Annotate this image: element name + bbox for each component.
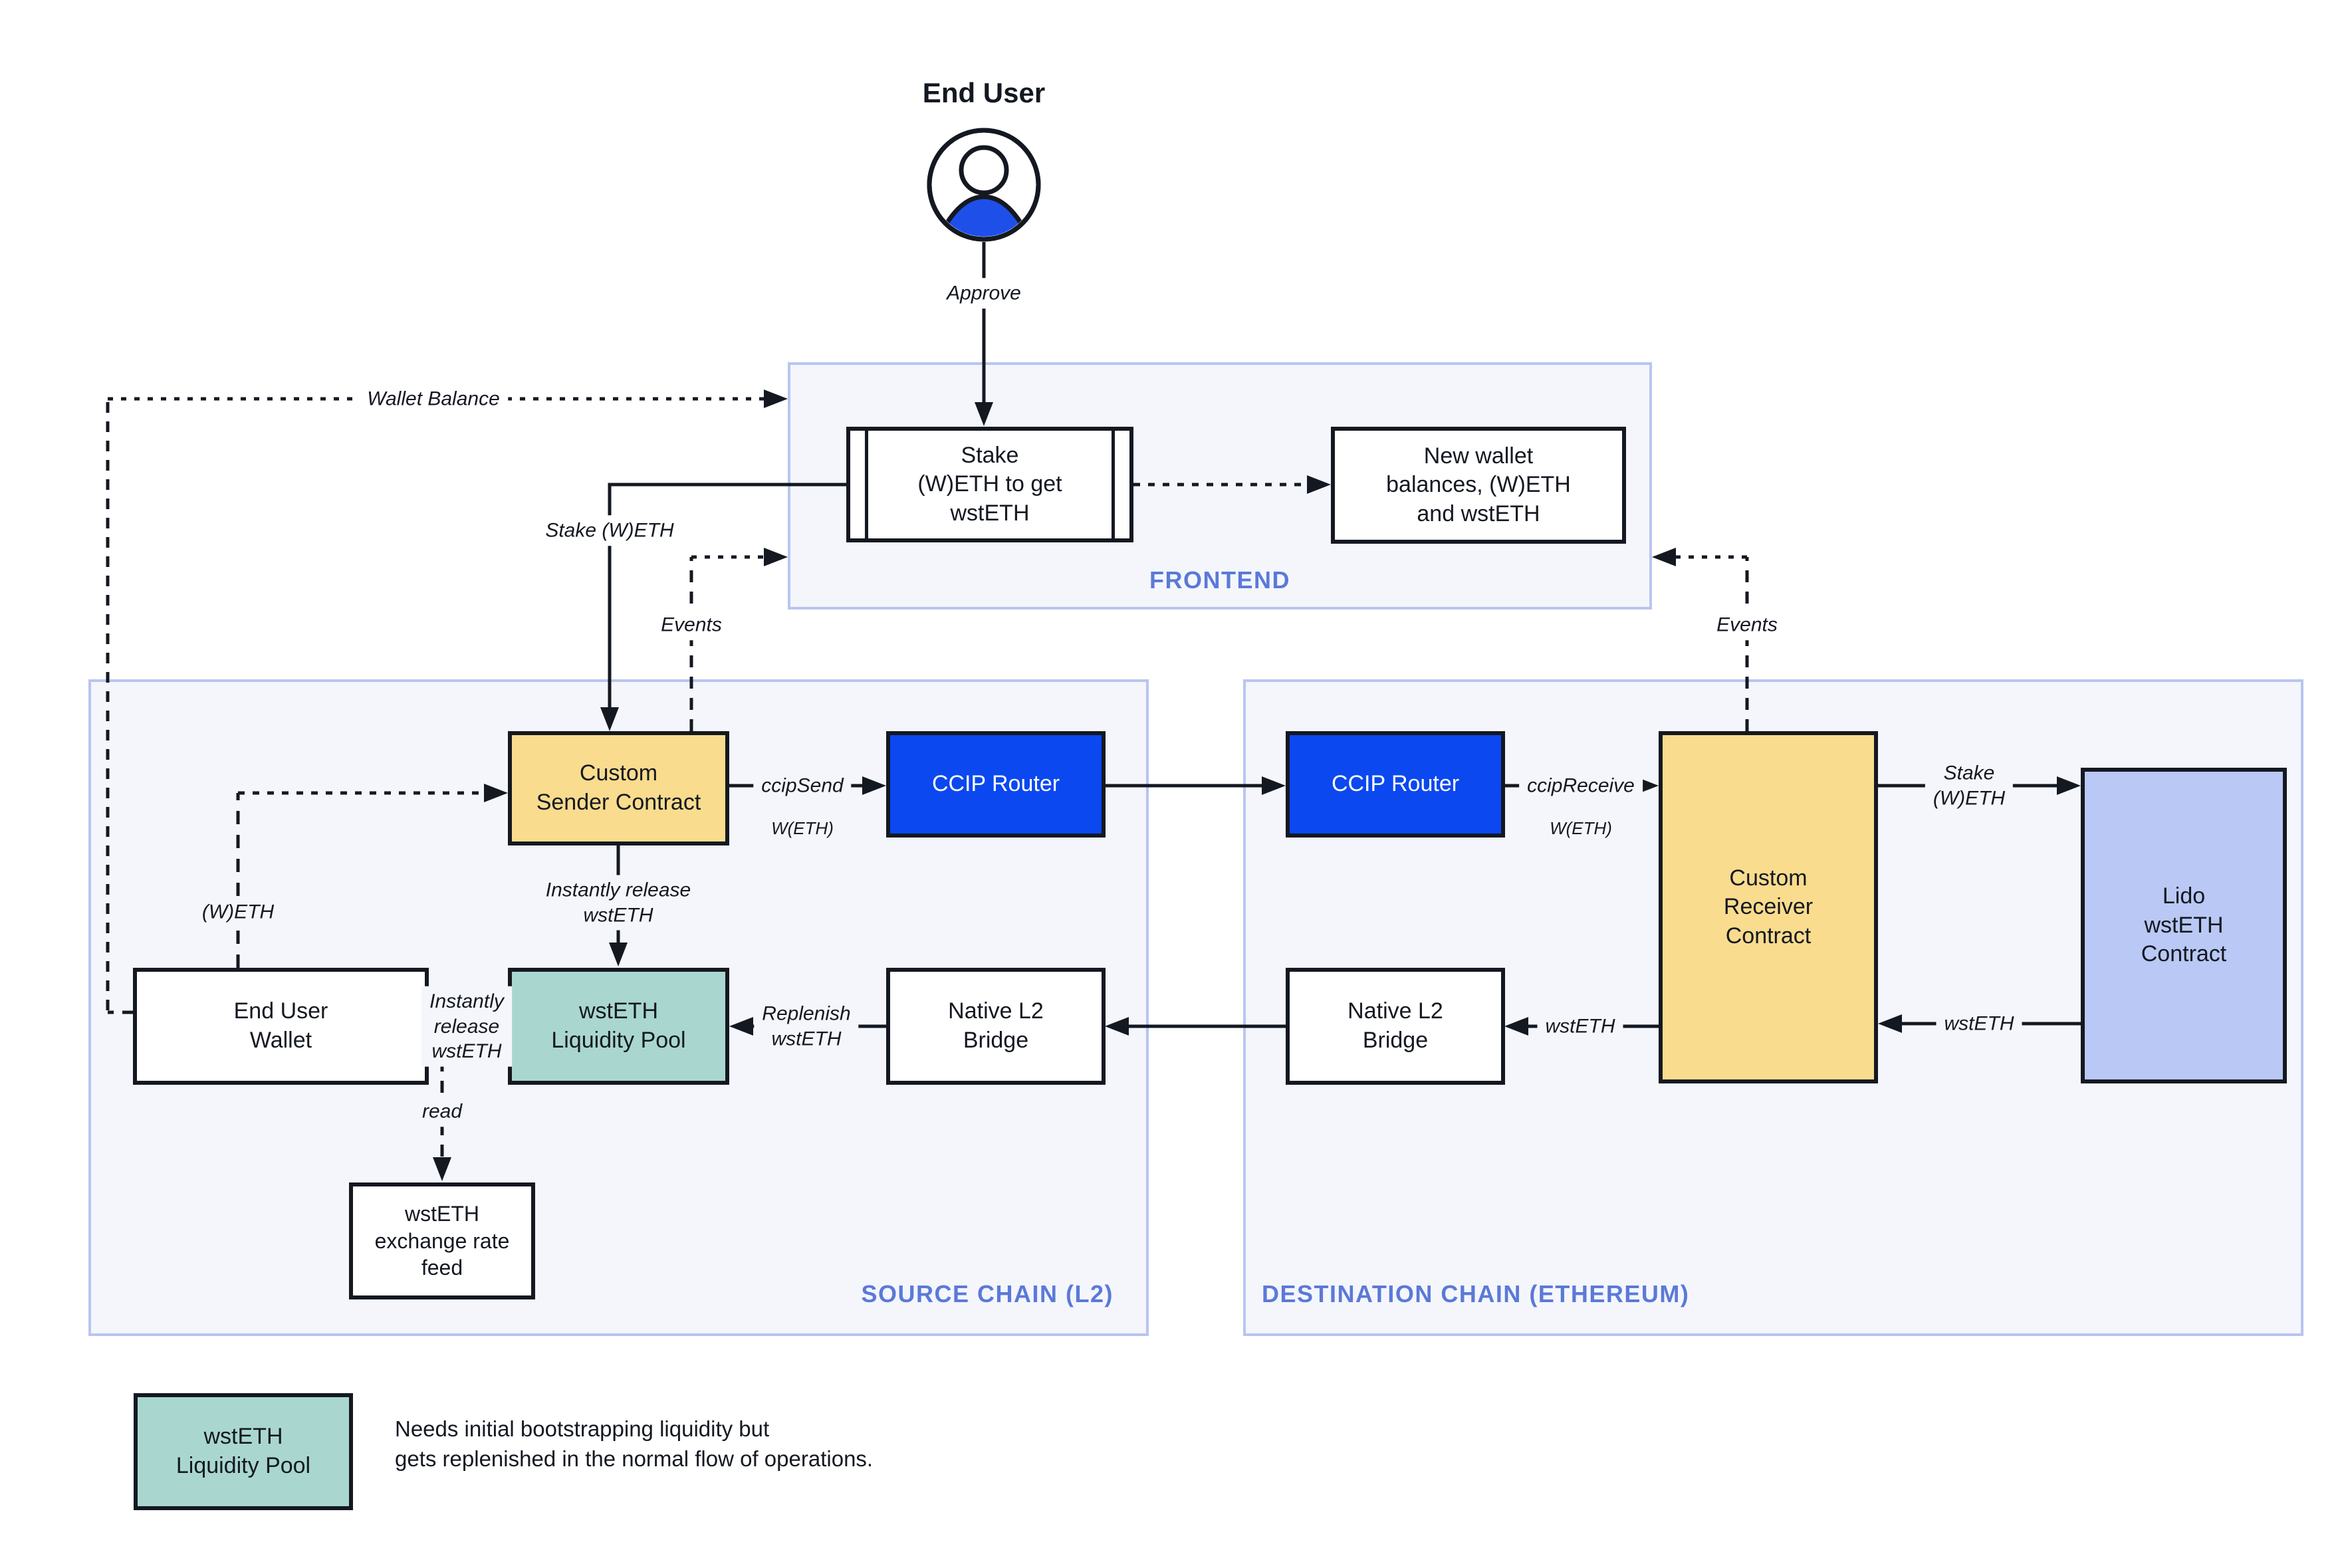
native-l2-bridge-destination-node: Native L2 Bridge [1286, 968, 1505, 1085]
end-user-title: End User [922, 77, 1046, 108]
arrowhead-stake-weth [600, 707, 619, 731]
arrowhead-bridge-bridge [1105, 1017, 1129, 1036]
arrowhead-replenish [729, 1017, 753, 1036]
end-user-wallet-node: End User Wallet [133, 968, 429, 1085]
ccipreceive-edge-label: ccipReceive [1519, 770, 1643, 801]
ccip-router-destination-node: CCIP Router [1286, 731, 1505, 838]
custom-sender-contract-label: Custom Sender Contract [536, 760, 701, 815]
legend-swatch-label: wstETH Liquidity Pool [176, 1424, 311, 1478]
arrowhead-weth [484, 784, 508, 802]
arrowhead-release-vertical [609, 943, 628, 966]
wsteth-exchange-rate-feed-node: wstETH exchange rate feed [349, 1182, 535, 1299]
stake-weth-right-edge-label: Stake (W)ETH [1925, 758, 2014, 814]
process-bar-left [865, 431, 868, 538]
new-wallet-label: New wallet balances, (W)ETH and wstETH [1386, 443, 1571, 526]
source-chain-section-label: SOURCE CHAIN (L2) [861, 1280, 1114, 1307]
wallet-balance-edge-label: Wallet Balance [359, 384, 508, 414]
arrowhead-read [433, 1157, 451, 1181]
frontend-section-label: FRONTEND [1149, 566, 1290, 594]
ccipsend-token-label: W(ETH) [763, 814, 842, 842]
process-bar-right [1112, 431, 1115, 538]
lido-wsteth-contract-node: Lido wstETH Contract [2081, 768, 2287, 1083]
weth-edge-label: (W)ETH [193, 897, 283, 927]
approve-edge-label: Approve [939, 278, 1029, 308]
native-l2-bridge-source-label: Native L2 Bridge [948, 998, 1044, 1053]
arrowhead-ccipsend [862, 776, 886, 795]
wsteth-to-bridge-edge-label: wstETH [1537, 1011, 1623, 1042]
lido-wsteth-contract-label: Lido wstETH Contract [2141, 883, 2227, 967]
custom-receiver-contract-label: Custom Receiver Contract [1723, 865, 1814, 949]
arrowhead-lido-wsteth [1878, 1014, 1902, 1033]
arrowhead-receiver-bridge [1504, 1017, 1528, 1036]
read-edge-label: read [413, 1096, 471, 1127]
custom-receiver-contract-node: Custom Receiver Contract [1659, 731, 1878, 1083]
arrowhead-stake-lido [2057, 776, 2081, 795]
arrowhead-stake-newwallet [1307, 475, 1331, 494]
legend-swatch: wstETH Liquidity Pool [134, 1393, 353, 1510]
dashed-connectors [106, 397, 1749, 1157]
instantly-release-horizontal-label: Instantly release wstETH [421, 986, 512, 1067]
events-right-edge-label: Events [1708, 610, 1786, 640]
ccipreceive-token-label: W(ETH) [1542, 814, 1620, 842]
wsteth-from-lido-edge-label: wstETH [1936, 1008, 2022, 1039]
arrowhead-walletbalance [764, 390, 788, 408]
destination-chain-section-label: DESTINATION CHAIN (ETHEREUM) [1262, 1280, 1690, 1307]
wsteth-liquidity-pool-node: wstETH Liquidity Pool [508, 968, 729, 1085]
arrowhead-events-left [764, 548, 788, 566]
native-l2-bridge-destination-label: Native L2 Bridge [1348, 998, 1443, 1053]
end-user-wallet-label: End User Wallet [233, 998, 328, 1053]
stake-weth-edge-label: Stake (W)ETH [537, 515, 682, 546]
custom-sender-contract-node: Custom Sender Contract [508, 731, 729, 845]
arrowhead-events-right [1652, 548, 1676, 566]
replenish-edge-label: Replenish wstETH [754, 998, 859, 1054]
legend-description: Needs initial bootstrapping liquidity bu… [395, 1416, 874, 1471]
ccip-router-source-node: CCIP Router [886, 731, 1106, 838]
stake-process-label: Stake (W)ETH to get wstETH [917, 442, 1062, 526]
ccip-router-source-label: CCIP Router [931, 771, 1060, 797]
stake-process-node: Stake (W)ETH to get wstETH [846, 427, 1133, 542]
arrowhead-router-router [1262, 776, 1286, 795]
ccip-router-destination-label: CCIP Router [1331, 771, 1460, 797]
connector-stake-weth [608, 483, 846, 709]
wsteth-exchange-rate-feed-label: wstETH exchange rate feed [374, 1201, 510, 1280]
wsteth-liquidity-pool-label: wstETH Liquidity Pool [551, 998, 686, 1053]
native-l2-bridge-source-node: Native L2 Bridge [886, 968, 1106, 1085]
events-left-edge-label: Events [653, 610, 730, 640]
ccipsend-edge-label: ccipSend [753, 770, 852, 801]
instantly-release-vertical-label: Instantly release wstETH [537, 875, 699, 931]
new-wallet-node: New wallet balances, (W)ETH and wstETH [1331, 427, 1626, 544]
arrowhead-approve [975, 402, 993, 426]
end-user-avatar-icon [927, 128, 1041, 242]
